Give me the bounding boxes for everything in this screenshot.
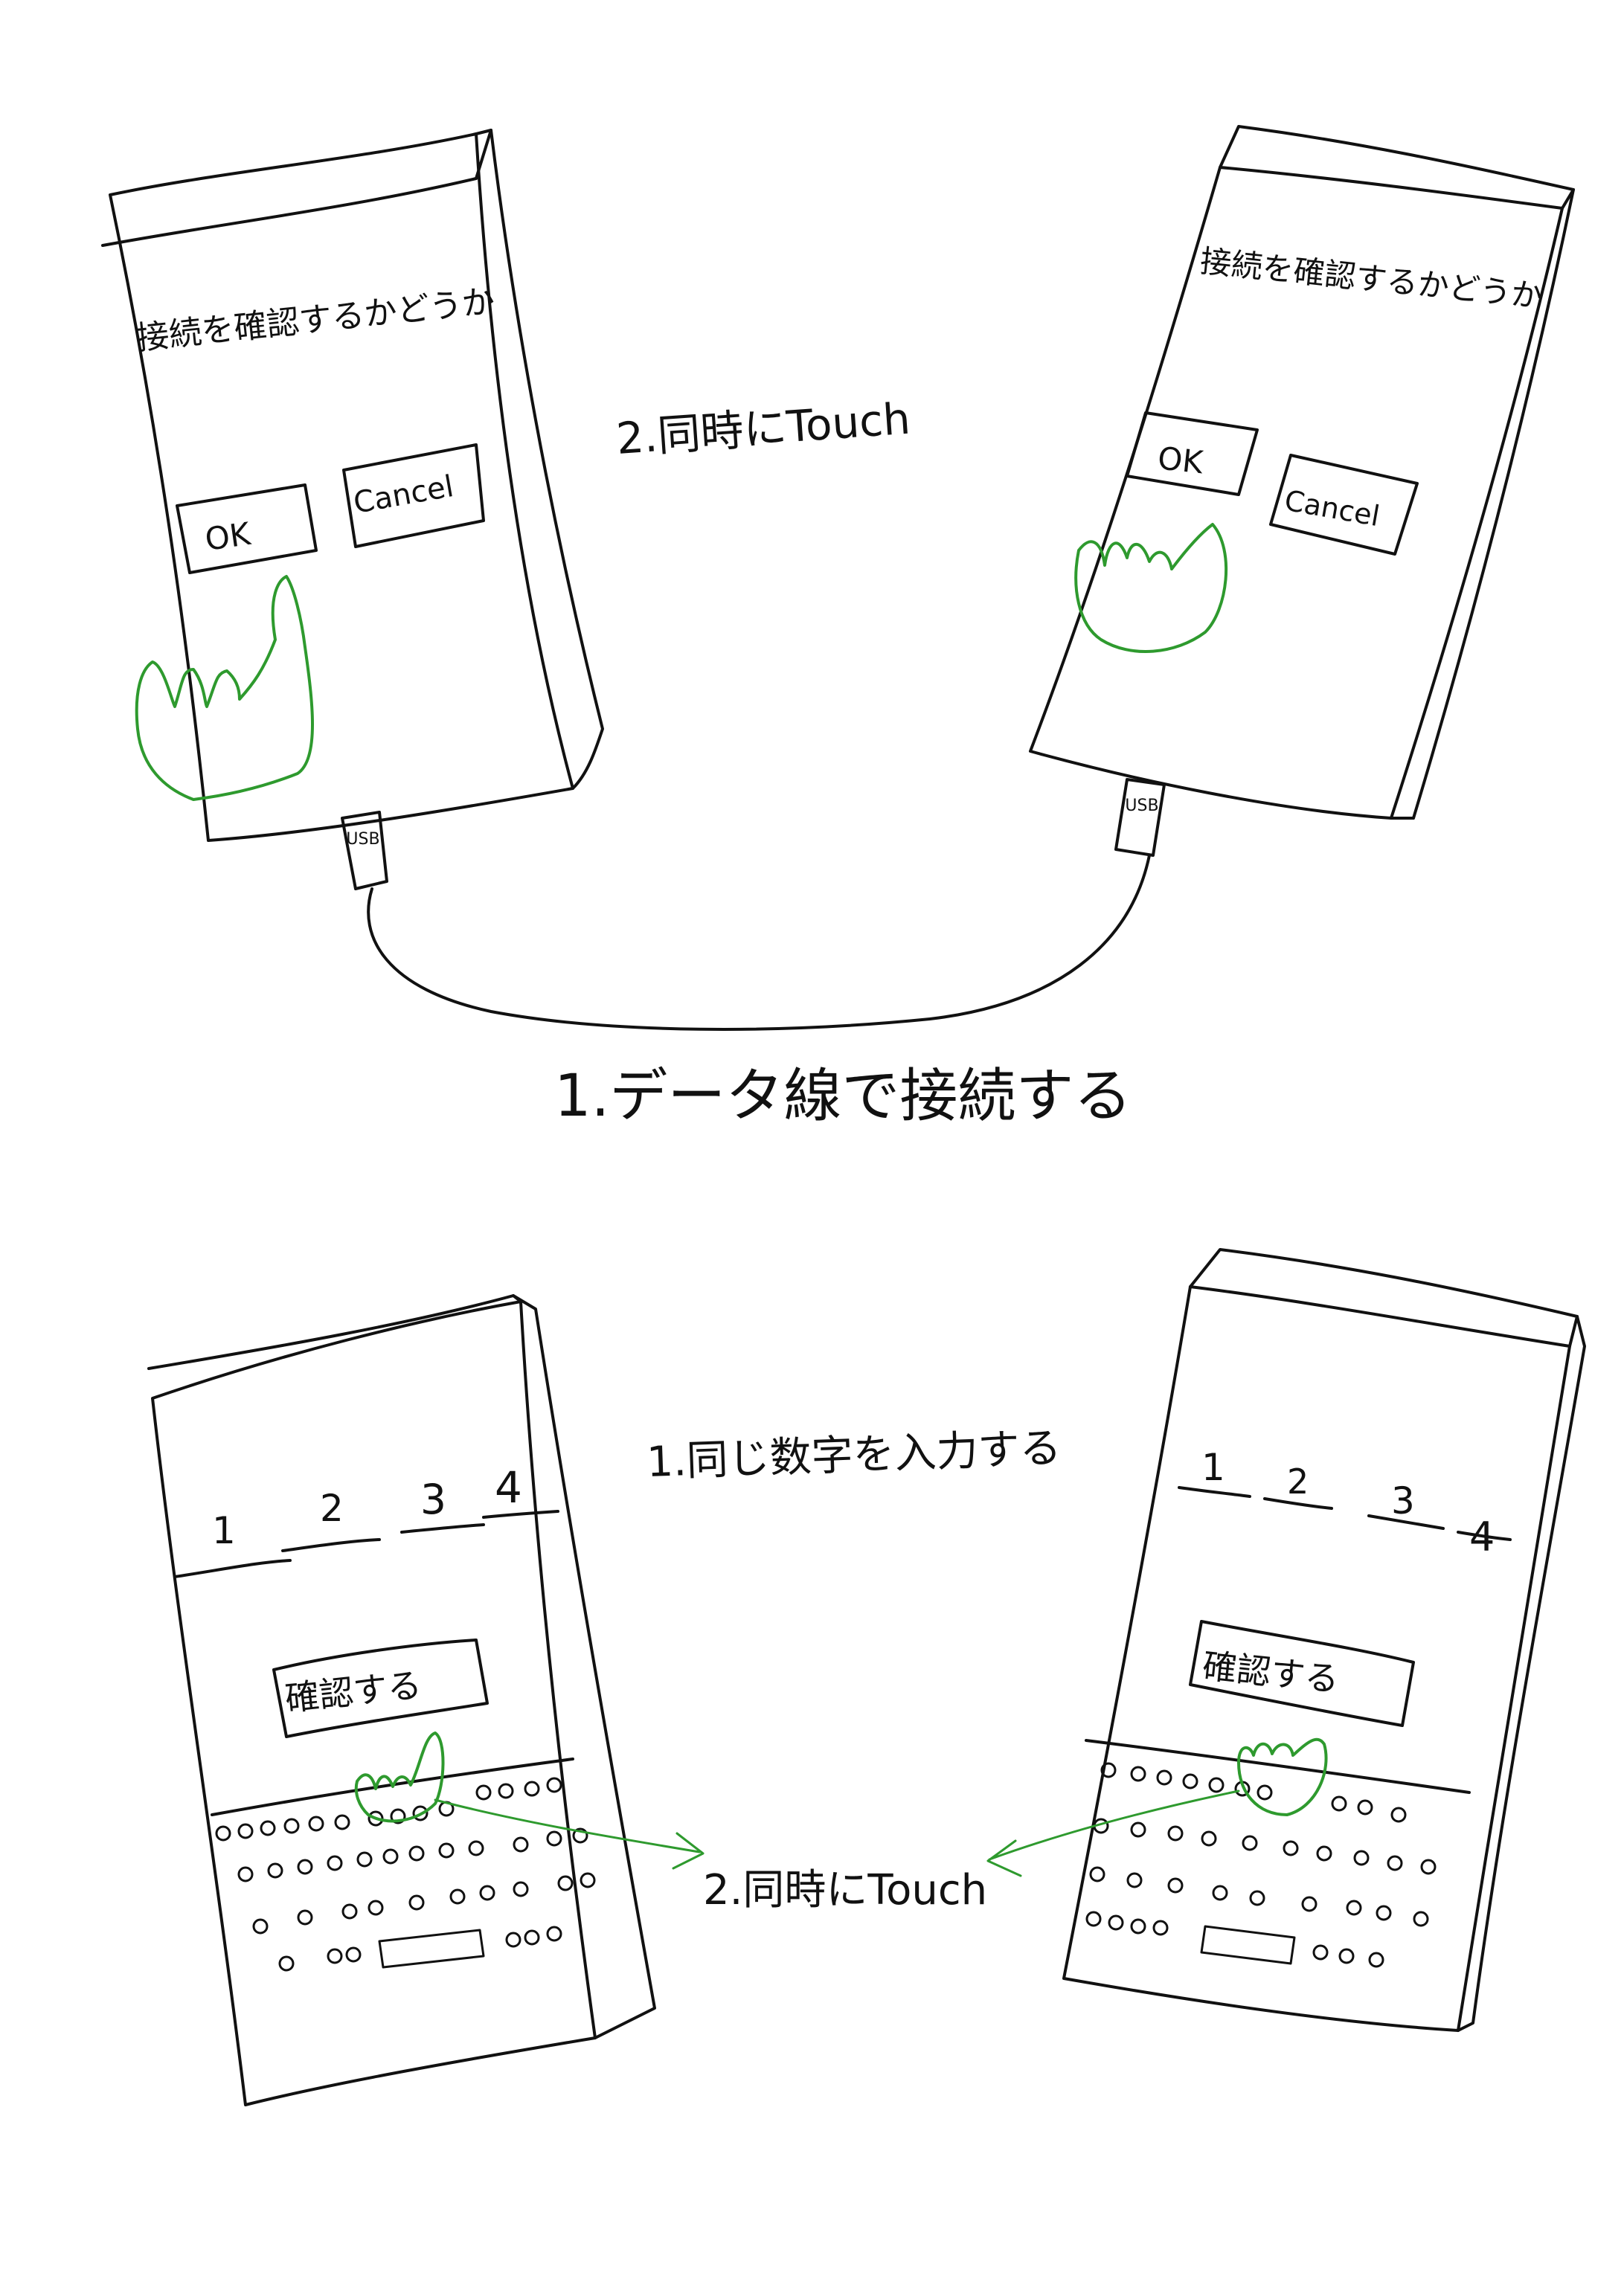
key-row [1089,1866,1429,1927]
step-touch-caption: 2.同時にTouch [703,1866,987,1914]
phone-side [1457,1315,1586,2032]
digit-2[interactable]: 2 [1287,1461,1309,1502]
digit-1[interactable]: 1 [212,1509,236,1552]
finger-icon [1074,523,1228,653]
bottom-left-phone: 1 2 3 4 確認する [147,1294,705,2106]
cancel-button[interactable]: Cancel [342,443,485,548]
key-row [237,1827,588,1882]
digit-3[interactable]: 3 [1391,1479,1415,1522]
finger-icon [135,575,314,801]
cancel-label: Cancel [351,469,456,521]
space-bar[interactable] [378,1929,485,1969]
ok-button[interactable]: OK [176,483,318,574]
phone-side [475,129,604,790]
data-cable [367,854,1151,1031]
digit-4[interactable]: 4 [495,1462,522,1513]
key-row [1093,1818,1437,1875]
phone-top-edge [1219,125,1575,210]
step-touch-caption: 2.同時にTouch [614,393,912,464]
key-row [1100,1762,1407,1823]
key-row [215,1777,562,1842]
confirm-button[interactable]: 確認する [272,1639,489,1738]
phone-side [512,1294,656,2039]
usb-label: USB [1125,797,1158,815]
ok-label: OK [1156,440,1206,480]
confirm-button[interactable]: 確認する [1189,1620,1415,1727]
phone-front [109,132,574,842]
keyboard[interactable] [1085,1739,1471,1968]
phone-side [1390,188,1575,820]
bottom-right-phone: 1 2 3 4 確認する [986,1248,1586,2032]
space-bar[interactable] [1200,1925,1296,1965]
step-connect-caption: 1.データ線で接続する [554,1063,1132,1130]
confirm-prompt: 接続を確認するかどうか [135,283,497,358]
usb-label: USB [346,830,379,849]
phone-top-edge [101,177,478,247]
finger-icon [1237,1737,1328,1816]
top-left-phone: 接続を確認するかどうか OK Cancel USB [101,129,604,890]
swipe-arrow [986,1789,1240,1877]
keyboard[interactable] [211,1758,596,1972]
cancel-button[interactable]: Cancel [1269,454,1419,556]
usb-connector: USB [1114,778,1166,857]
confirm-label: 確認する [283,1665,424,1719]
ok-label: OK [203,515,254,558]
confirm-prompt: 接続を確認するかどうか [1198,242,1544,315]
phone-top-edge [147,1294,522,1370]
digit-3[interactable]: 3 [420,1476,446,1523]
phone-top-edge [1189,1248,1579,1348]
digit-2[interactable]: 2 [320,1487,344,1530]
swipe-arrow [434,1798,705,1870]
key-row [1085,1911,1384,1968]
digit-4[interactable]: 4 [1469,1514,1495,1560]
key-row [278,1926,562,1972]
ok-button[interactable]: OK [1126,411,1259,496]
top-right-phone: 接続を確認するかどうか OK Cancel USB [1029,125,1575,857]
step-enter-caption: 1.同じ数字を入力する [646,1424,1062,1487]
key-row [252,1872,596,1935]
digit-1[interactable]: 1 [1201,1446,1225,1489]
cancel-label: Cancel [1282,484,1381,533]
usb-connector: USB [341,811,388,890]
finger-icon [354,1731,445,1823]
